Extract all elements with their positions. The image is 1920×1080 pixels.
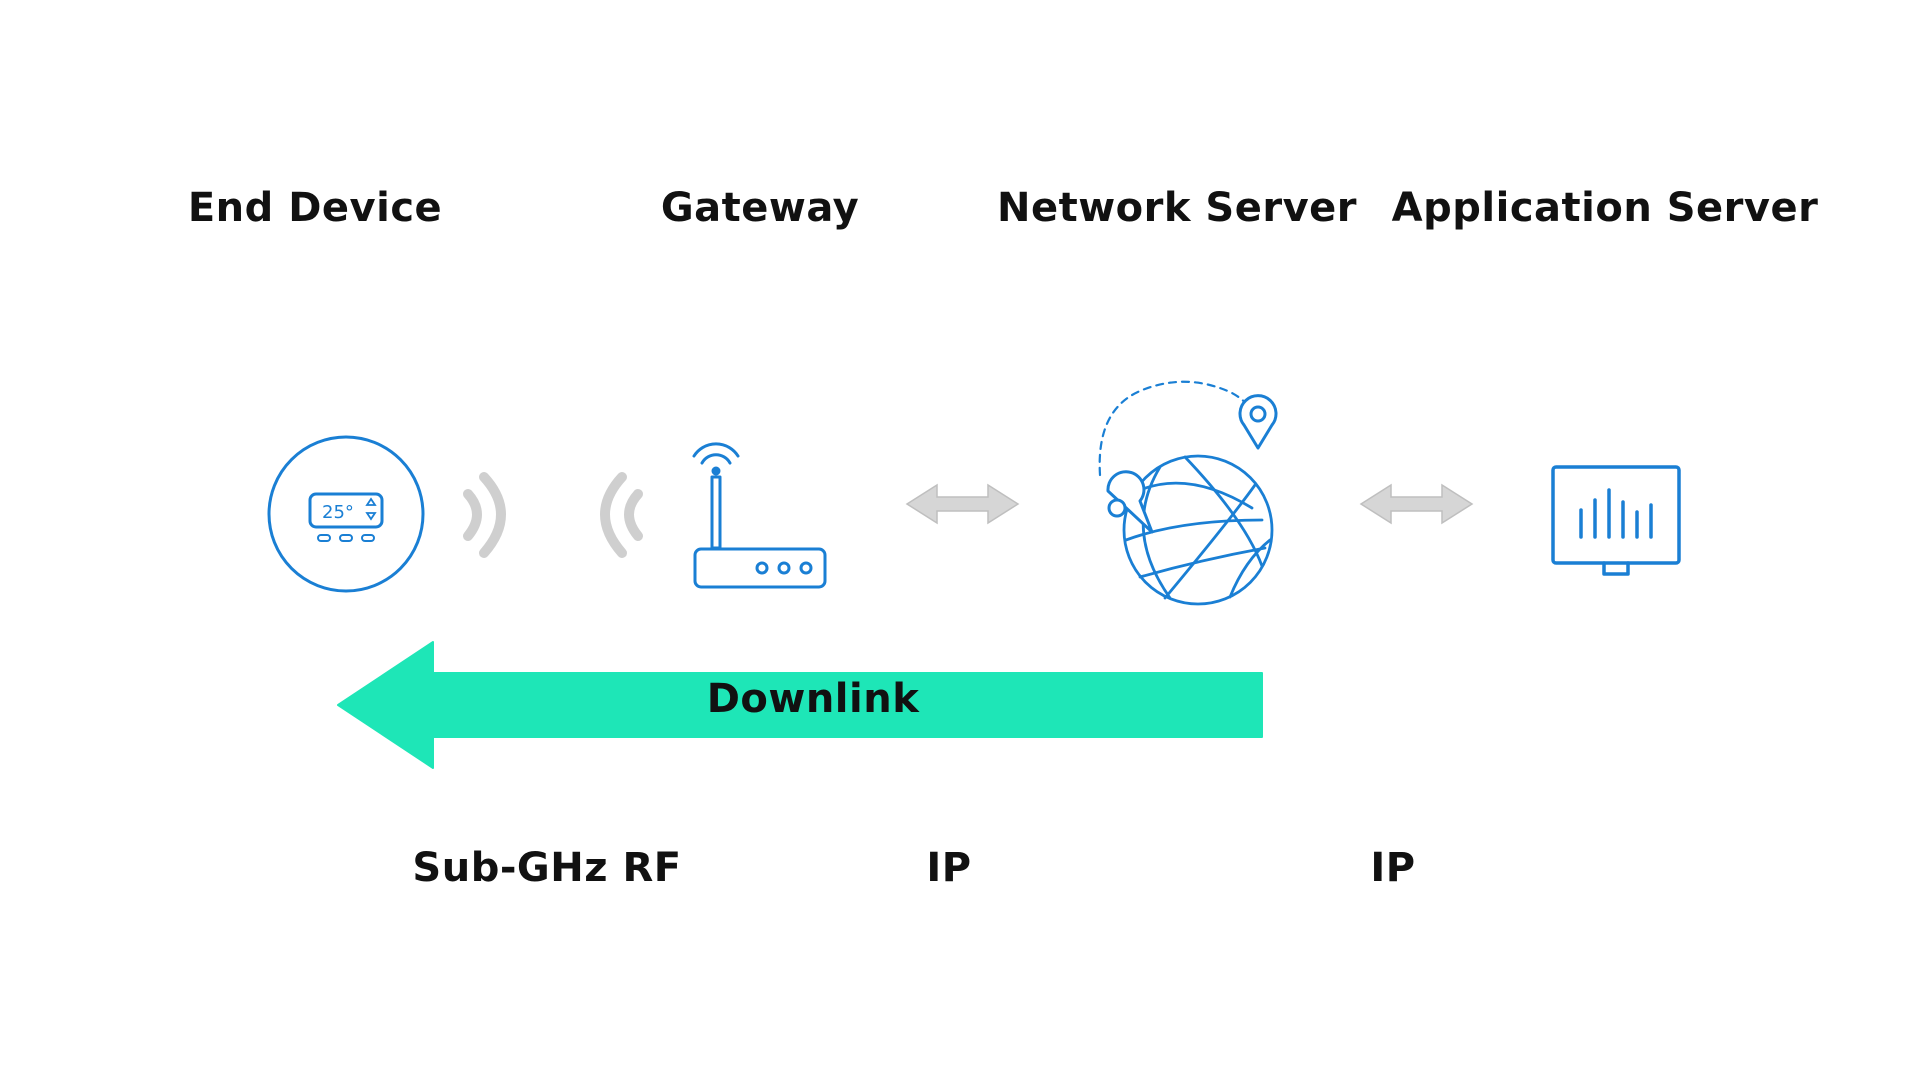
link-label-ip-gateway-network: IP	[926, 845, 972, 891]
downlink-arrow	[337, 641, 1263, 769]
monitor-chart-icon	[1551, 465, 1681, 576]
network-server-label: Network Server	[996, 185, 1358, 231]
application-server-label: Application Server	[1391, 185, 1819, 231]
link-label-sub-ghz-rf: Sub-GHz RF	[412, 845, 682, 891]
router-icon	[692, 442, 827, 589]
thermostat-display: 25°	[322, 502, 354, 523]
thermostat-icon: 25°	[267, 435, 425, 593]
gateway-label: Gateway	[660, 185, 860, 231]
location-pin-icon	[1238, 394, 1278, 450]
globe-icon	[1098, 380, 1274, 606]
radio-wave-right-icon	[463, 472, 506, 558]
downlink-label: Downlink	[706, 676, 920, 722]
double-arrow-icon	[1359, 483, 1474, 525]
link-label-ip-network-application: IP	[1370, 845, 1416, 891]
end-device-label: End Device	[187, 185, 443, 231]
radio-wave-left-icon	[600, 472, 643, 558]
double-arrow-icon	[905, 483, 1020, 525]
location-pin-icon	[1106, 470, 1154, 534]
